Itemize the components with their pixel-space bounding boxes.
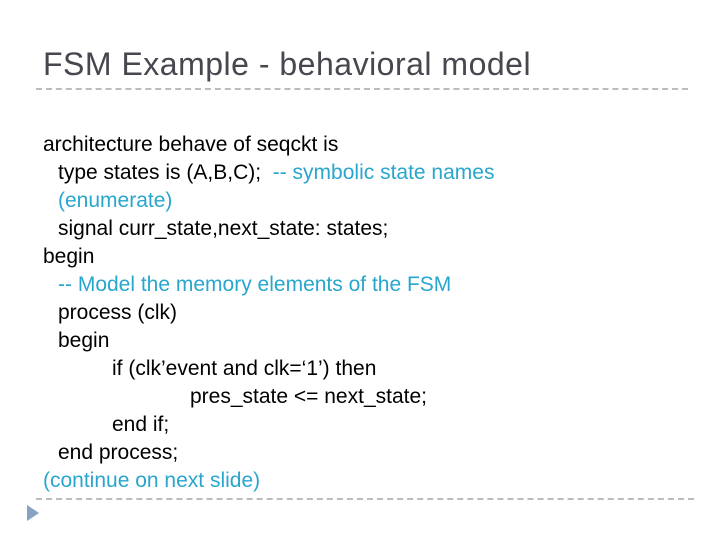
code-line: (enumerate) <box>0 187 720 215</box>
code-line: end if; <box>0 411 720 439</box>
code-line: -- Model the memory elements of the FSM <box>0 271 720 299</box>
code-segment: (enumerate) <box>58 189 173 212</box>
code-line: type states is (A,B,C); -- symbolic stat… <box>0 159 720 187</box>
code-line: signal curr_state,next_state: states; <box>0 215 720 243</box>
code-segment: type states is (A,B,C); <box>58 161 273 184</box>
code-segment: -- symbolic state names <box>272 161 495 184</box>
code-line: begin <box>0 327 720 355</box>
code-segment: architecture behave of seqckt is <box>43 133 339 156</box>
next-slide-arrow-icon <box>27 505 39 521</box>
code-segment: if (clk’event and clk=‘1’) then <box>112 357 377 380</box>
title-divider <box>36 88 688 90</box>
code-line: process (clk) <box>0 299 720 327</box>
page-title: FSM Example - behavioral model <box>43 46 532 82</box>
code-segment: signal curr_state,next_state: states; <box>58 217 389 240</box>
code-segment: (continue on next slide) <box>43 469 261 492</box>
code-line: architecture behave of seqckt is <box>0 131 720 159</box>
code-segment: end if; <box>112 413 170 436</box>
code-block: architecture behave of seqckt is type sta… <box>0 131 720 495</box>
code-segment: end process; <box>58 441 179 464</box>
code-line: if (clk’event and clk=‘1’) then <box>0 355 720 383</box>
code-segment: begin <box>58 329 110 352</box>
code-line: end process; <box>0 439 720 467</box>
code-segment: -- Model the memory elements of the FSM <box>58 273 452 296</box>
bottom-divider <box>36 498 694 500</box>
code-segment: process (clk) <box>58 301 178 324</box>
code-segment: begin <box>43 245 95 268</box>
code-line: pres_state <= next_state; <box>0 383 720 411</box>
code-line: begin <box>0 243 720 271</box>
code-line: (continue on next slide) <box>0 467 720 495</box>
code-segment: pres_state <= next_state; <box>190 385 427 408</box>
